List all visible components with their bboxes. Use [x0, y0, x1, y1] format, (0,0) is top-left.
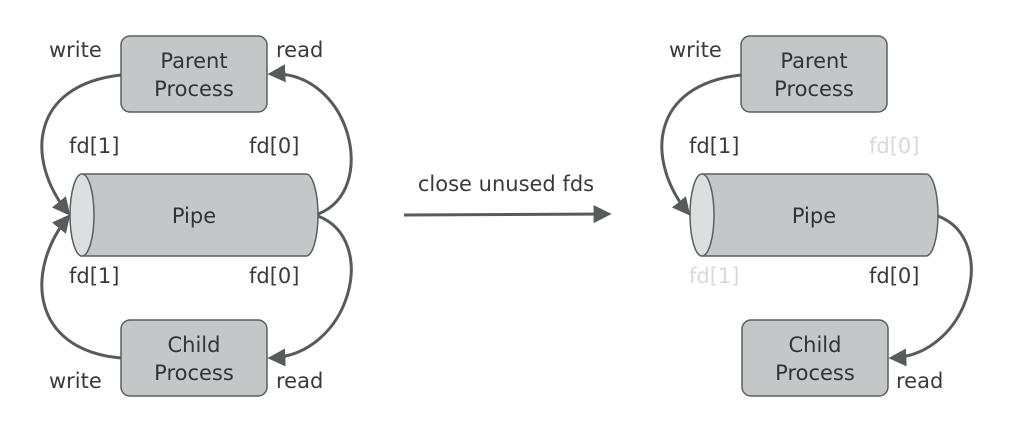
left-diagram: Parent Process Child Process Pipe write …: [40, 35, 353, 397]
left-arrow-child-write: [40, 214, 122, 360]
right-child-label-2: Process: [775, 361, 855, 385]
right-pipe-label: Pipe: [792, 204, 836, 228]
left-fd1-top: fd[1]: [69, 134, 119, 158]
right-diagram: Parent Process Child Process Pipe write …: [660, 35, 973, 397]
left-parent-process-box: Parent Process: [120, 35, 268, 113]
left-arrow-parent-write: [40, 73, 122, 216]
left-pipe-cylinder: Pipe: [69, 173, 319, 257]
right-pipe-cylinder: Pipe: [689, 173, 939, 257]
left-fd0-bottom: fd[0]: [249, 264, 299, 288]
left-write-bottom: write: [49, 369, 102, 393]
right-fd1-top: fd[1]: [689, 134, 739, 158]
left-arrow-parent-read: [267, 64, 353, 216]
left-read-bottom: read: [276, 369, 323, 393]
left-arrow-child-read: [267, 214, 353, 367]
right-child-label-1: Child: [789, 333, 842, 357]
left-fd1-bottom: fd[1]: [69, 264, 119, 288]
left-parent-label-1: Parent: [160, 49, 227, 73]
left-child-process-box: Child Process: [120, 319, 268, 397]
right-fd0-top-closed: fd[0]: [869, 134, 919, 158]
right-arrow-child-read: [888, 214, 973, 367]
right-read-bottom: read: [896, 369, 943, 393]
right-fd1-bottom-closed: fd[1]: [689, 264, 739, 288]
right-fd0-bottom: fd[0]: [869, 264, 919, 288]
close-unused-fds-label: close unused fds: [418, 172, 594, 196]
right-arrow-parent-write: [660, 73, 742, 216]
left-fd0-top: fd[0]: [249, 134, 299, 158]
middle-transition: close unused fds: [403, 172, 612, 224]
left-parent-label-2: Process: [154, 77, 234, 101]
left-pipe-label: Pipe: [172, 204, 216, 228]
transition-arrow: [403, 205, 612, 224]
left-write-top: write: [49, 38, 102, 62]
right-parent-label-2: Process: [774, 77, 854, 101]
right-write-top: write: [669, 38, 722, 62]
left-read-top: read: [276, 38, 323, 62]
left-child-label-1: Child: [168, 333, 221, 357]
right-child-process-box: Child Process: [741, 319, 889, 397]
left-child-label-2: Process: [154, 361, 234, 385]
right-parent-label-1: Parent: [780, 49, 847, 73]
right-parent-process-box: Parent Process: [740, 35, 888, 113]
